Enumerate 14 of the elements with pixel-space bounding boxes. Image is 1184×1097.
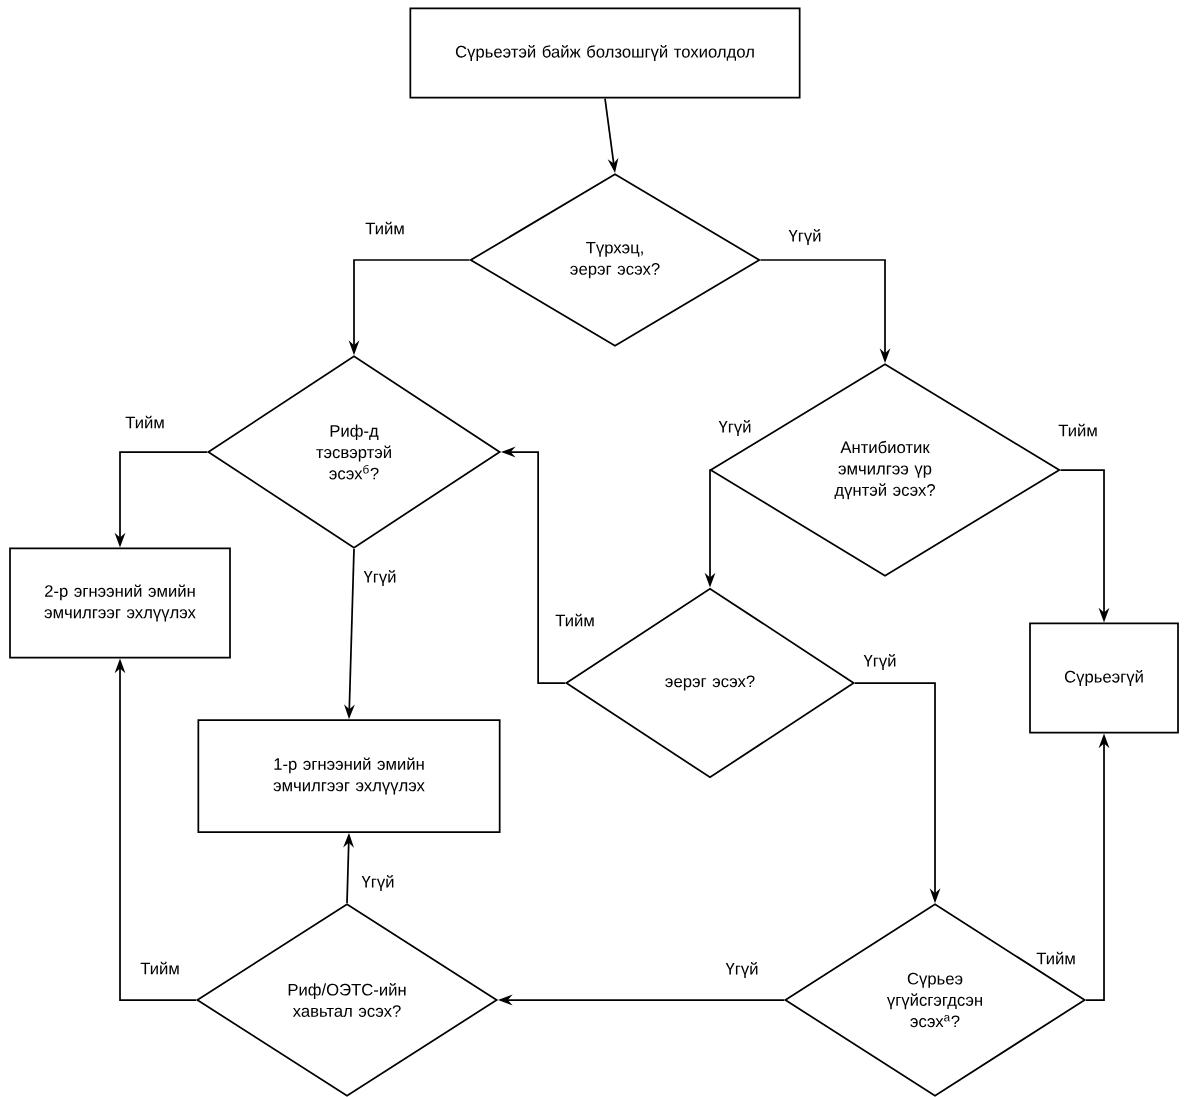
edge-label: Тийм (363, 220, 407, 236)
edge-label: Үгүй (787, 227, 823, 247)
process-box: 2-р эгнээний эмийн эмчилгээг эхлүүлэх (9, 547, 231, 659)
edge-label: Тийм (123, 414, 167, 430)
edge-label: Тийм (138, 960, 182, 976)
process-box: Сүрьеэтэй байж болзошгүй тохиолдол (409, 7, 801, 99)
edge-label: Үгүй (362, 568, 398, 588)
edge-label: Үгүй (360, 873, 396, 893)
edge-label: Тийм (1034, 950, 1078, 966)
edge-label: Үгүй (717, 418, 753, 438)
process-box: 1-р эгнээний эмийн эмчилгээг эхлүүлэх (197, 719, 501, 833)
edge-label: Үгүй (862, 652, 898, 672)
edge-label: Үгүй (724, 960, 760, 980)
process-box: Сүрьеэгүй (1029, 622, 1179, 734)
